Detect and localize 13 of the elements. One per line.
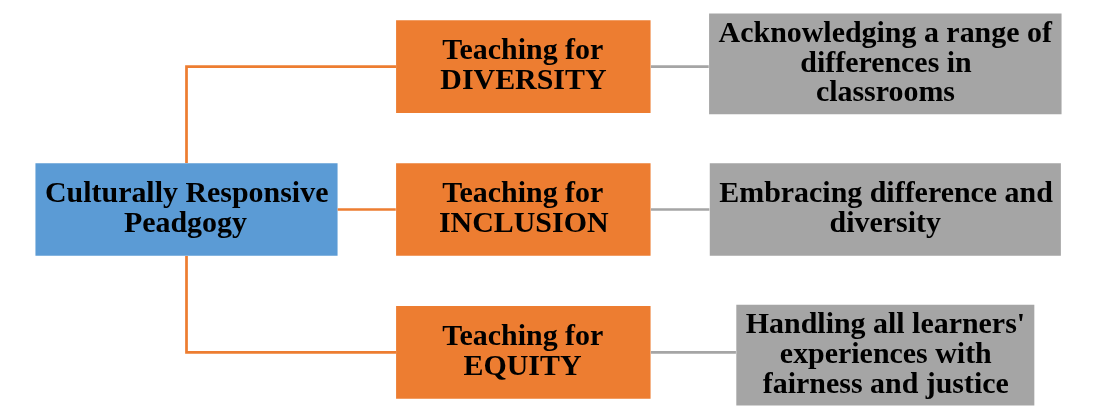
node-box: Acknowledging a range of differences in classrooms	[709, 13, 1062, 115]
node-box: Teaching for EQUITY	[396, 306, 651, 399]
connector	[650, 351, 736, 354]
connector	[650, 65, 709, 68]
node-box: Handling all learners' experiences with fairness and justice	[736, 304, 1035, 406]
node-box: Embracing difference and diversity	[709, 163, 1061, 256]
connector	[650, 208, 710, 211]
connector	[185, 65, 396, 164]
node-box: Teaching for INCLUSION	[396, 163, 651, 256]
connector	[185, 255, 396, 354]
node-box: Teaching for DIVERSITY	[396, 20, 651, 113]
connector	[337, 208, 396, 211]
node-box: Culturally Responsive Peadgogy	[35, 163, 338, 256]
